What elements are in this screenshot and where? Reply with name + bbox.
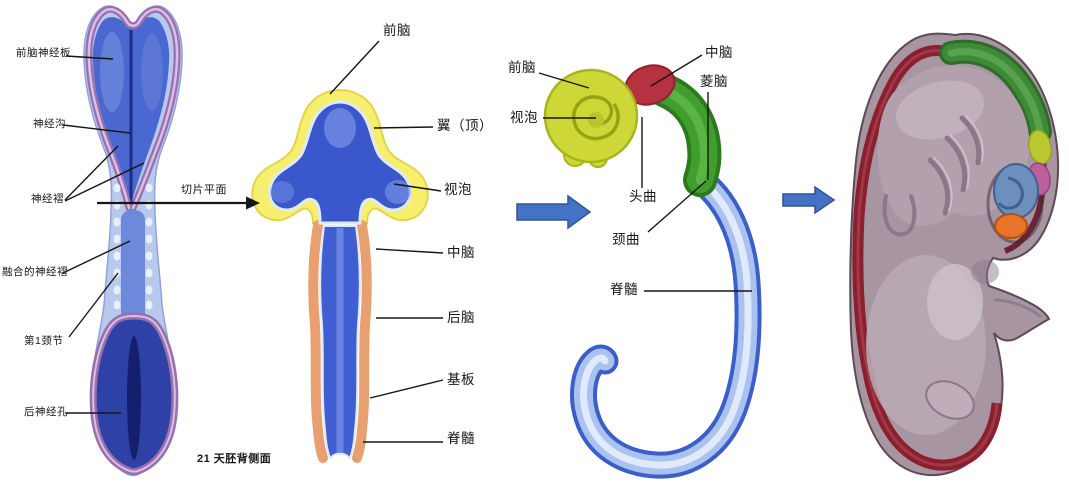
flow-arrow-icon (782, 185, 836, 215)
label-neural-groove: 神经沟 (33, 118, 66, 130)
label-alar-plate: 翼（顶） (437, 118, 493, 133)
label-optic-vesicle-p2: 视泡 (444, 182, 472, 197)
dorsal-view-illustration (83, 5, 183, 477)
label-cephalic-flexure: 头曲 (629, 189, 657, 204)
embryo-view-illustration (849, 32, 1060, 477)
label-neural-fold: 神经褶 (31, 193, 64, 205)
label-section-plane: 切片平面 (181, 184, 227, 196)
label-fused-neural-folds: 融合的神经褶 (2, 266, 68, 278)
label-rhombencephalon: 菱脑 (700, 74, 728, 89)
label-midbrain-p2: 中脑 (447, 245, 475, 260)
flexure-view-illustration (543, 64, 762, 479)
label-basal-plate: 基板 (447, 372, 475, 387)
label-midbrain-p3: 中脑 (705, 45, 733, 60)
label-hindbrain: 后脑 (447, 310, 475, 325)
label-spinal-cord-p2: 脊髓 (447, 431, 475, 446)
label-forebrain-neural-plate: 前脑神经板 (16, 47, 71, 59)
label-optic-vesicle-p3: 视泡 (510, 110, 538, 125)
label-posterior-neuropore: 后神经孔 (24, 406, 68, 418)
caption-21-day-dorsal: 21 天胚背侧面 (197, 453, 272, 465)
label-spinal-cord-p3: 脊髓 (610, 282, 638, 297)
label-forebrain-p3: 前脑 (508, 60, 536, 75)
section-plane-arrow-icon (97, 196, 260, 210)
vesicle-view-illustration (251, 88, 429, 463)
label-cervical-flexure: 颈曲 (612, 232, 640, 247)
label-forebrain-p2: 前脑 (383, 23, 411, 38)
flow-arrow-icon (516, 194, 592, 230)
label-first-cervical-somite: 第1颈节 (24, 335, 64, 347)
leader-lines (62, 40, 752, 443)
